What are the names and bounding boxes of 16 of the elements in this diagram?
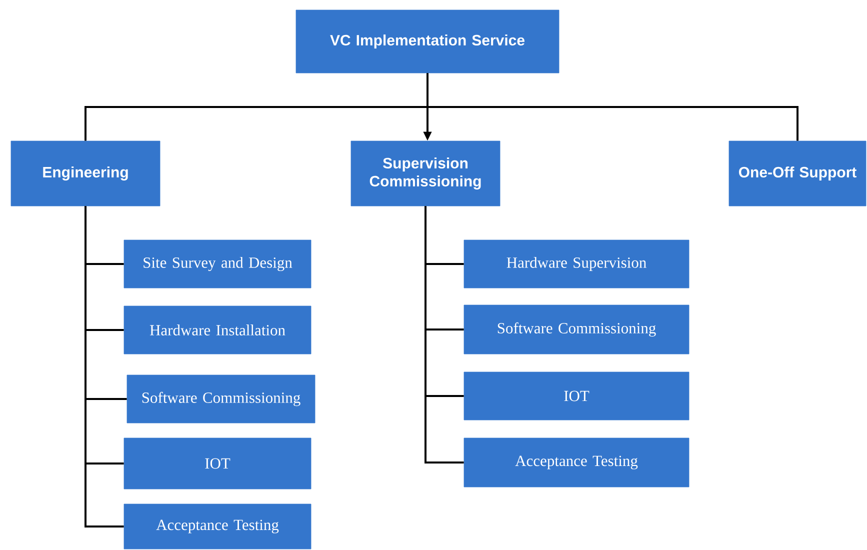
connector (84, 206, 124, 528)
task-box: Acceptance Testing (464, 438, 690, 488)
task-box: IOT (124, 438, 312, 490)
category-box: Engineering (10, 140, 160, 206)
task-box: IOT (464, 372, 690, 420)
task-box: Acceptance Testing (124, 504, 312, 550)
task-box: Hardware Installation (124, 306, 312, 354)
category-box: One-Off Support (728, 140, 866, 206)
category-box: Supervision Commissioning (350, 140, 500, 206)
task-box: Hardware Supervision (464, 240, 690, 288)
category-box: VC Implementation Service (296, 10, 560, 74)
task-box: Software Commissioning (126, 374, 316, 424)
connector (426, 73, 798, 141)
task-box: Software Commissioning (464, 304, 690, 354)
connector (424, 206, 464, 464)
task-box: Site Survey and Design (124, 240, 312, 288)
